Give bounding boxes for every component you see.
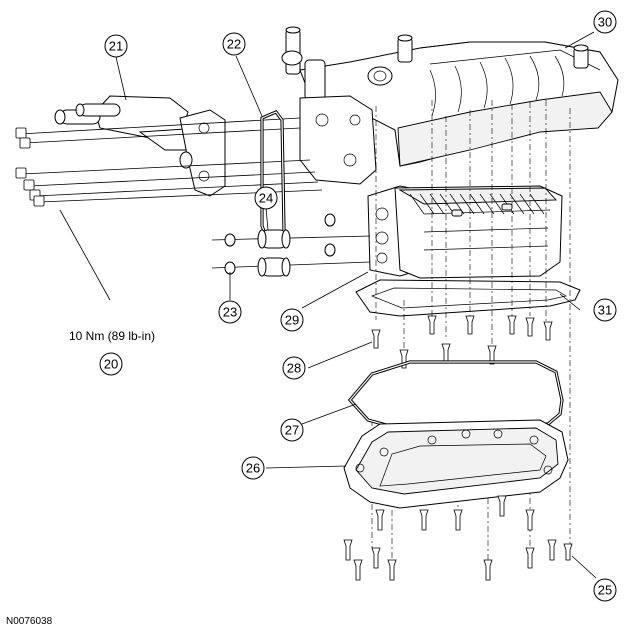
callout-23: 23 bbox=[218, 300, 242, 324]
svg-text:22: 22 bbox=[227, 37, 241, 52]
svg-text:31: 31 bbox=[598, 303, 612, 318]
cooler-bolts bbox=[371, 315, 553, 369]
upper-intake-manifold bbox=[281, 26, 619, 185]
svg-text:27: 27 bbox=[285, 423, 299, 438]
callout-22: 22 bbox=[222, 32, 246, 56]
svg-text:24: 24 bbox=[259, 191, 273, 206]
svg-text:29: 29 bbox=[285, 313, 299, 328]
svg-text:26: 26 bbox=[246, 461, 260, 476]
callout-24: 24 bbox=[254, 186, 278, 210]
callout-28: 28 bbox=[282, 356, 306, 380]
figure-id: N0076038 bbox=[6, 616, 53, 627]
callout-27: 27 bbox=[280, 418, 304, 442]
svg-text:23: 23 bbox=[223, 305, 237, 320]
oil-pan-bolts bbox=[343, 495, 573, 581]
callout-21: 21 bbox=[104, 34, 128, 58]
svg-text:28: 28 bbox=[287, 361, 301, 376]
oil-pan-gasket bbox=[347, 360, 564, 428]
callout-31: 31 bbox=[593, 298, 617, 322]
svg-text:20: 20 bbox=[104, 357, 118, 372]
coolant-tubes bbox=[211, 213, 371, 277]
callout-29: 29 bbox=[280, 308, 304, 332]
callout-25: 25 bbox=[593, 578, 617, 602]
svg-text:25: 25 bbox=[598, 583, 612, 598]
torque-spec-label: 10 Nm (89 lb-in) bbox=[69, 329, 155, 343]
callout-26: 26 bbox=[241, 456, 265, 480]
callout-20: 20 bbox=[99, 352, 123, 376]
callout-leaders bbox=[59, 31, 597, 579]
coolant-crossover-assembly bbox=[54, 95, 226, 197]
crossover-gasket bbox=[260, 110, 286, 242]
lower-oil-pan bbox=[343, 419, 569, 509]
svg-text:30: 30 bbox=[598, 15, 612, 30]
svg-text:21: 21 bbox=[109, 39, 123, 54]
cooler-mounting-gasket bbox=[355, 279, 581, 317]
callout-30: 30 bbox=[593, 10, 617, 34]
oil-cooler bbox=[367, 185, 563, 279]
